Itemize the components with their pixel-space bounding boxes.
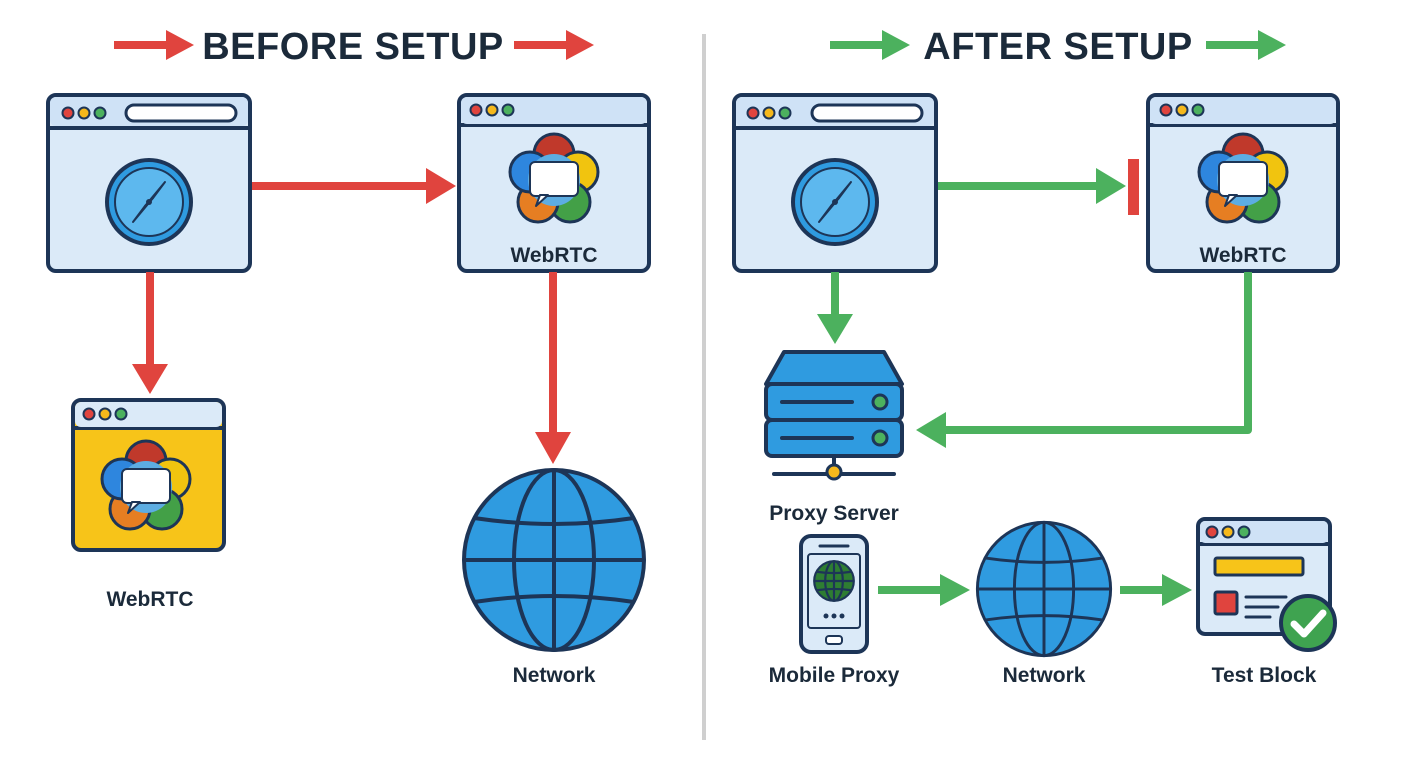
proxy-server-label: Proxy Server (769, 502, 899, 525)
block-bar-icon (1128, 159, 1139, 215)
before-title: BEFORE SETUP (202, 26, 504, 68)
after-network-label: Network (1003, 664, 1086, 687)
arrow-network-to-test-block (1120, 574, 1192, 606)
arrow-browser-to-proxy (817, 272, 853, 344)
after-webrtc-window-label: WebRTC (1199, 244, 1286, 267)
before-network-label: Network (513, 664, 596, 687)
after-title: AFTER SETUP (923, 26, 1192, 68)
arrow-webrtc-to-proxy (916, 272, 1252, 448)
arrow-webrtc-to-network (535, 272, 571, 464)
before-title-right-arrow-icon (514, 30, 594, 60)
webrtc-window: WebRTC (1146, 93, 1340, 273)
browser-window (46, 93, 252, 273)
compass-icon (791, 158, 879, 246)
local-webrtc-window (71, 398, 226, 552)
compass-icon (105, 158, 193, 246)
webrtc-window-label: WebRTC (510, 244, 597, 267)
globe-icon (462, 468, 646, 652)
local-webrtc-label: WebRTC (106, 588, 193, 611)
webrtc-window: WebRTC (457, 93, 651, 273)
arrow-browser-to-local-webrtc (132, 272, 168, 394)
before-title-left-arrow-icon (114, 30, 194, 60)
arrow-browser-to-webrtc (252, 168, 456, 204)
phone-icon (799, 534, 869, 654)
test-block-label: Test Block (1212, 664, 1317, 687)
globe-icon (975, 520, 1113, 658)
after-title-right-arrow-icon (1206, 30, 1286, 60)
blocked-arrow-browser-to-webrtc (938, 159, 1139, 215)
check-icon (1279, 594, 1337, 652)
mobile-proxy-label: Mobile Proxy (769, 664, 900, 687)
after-title-left-arrow-icon (830, 30, 910, 60)
server-icon (764, 350, 904, 481)
after-section: AFTER SETUP WebRTC (732, 26, 1340, 687)
test-block-window (1196, 517, 1337, 652)
before-section: BEFORE SETUP WebRTC (46, 26, 651, 687)
browser-window (732, 93, 938, 273)
arrow-phone-to-network (878, 574, 970, 606)
